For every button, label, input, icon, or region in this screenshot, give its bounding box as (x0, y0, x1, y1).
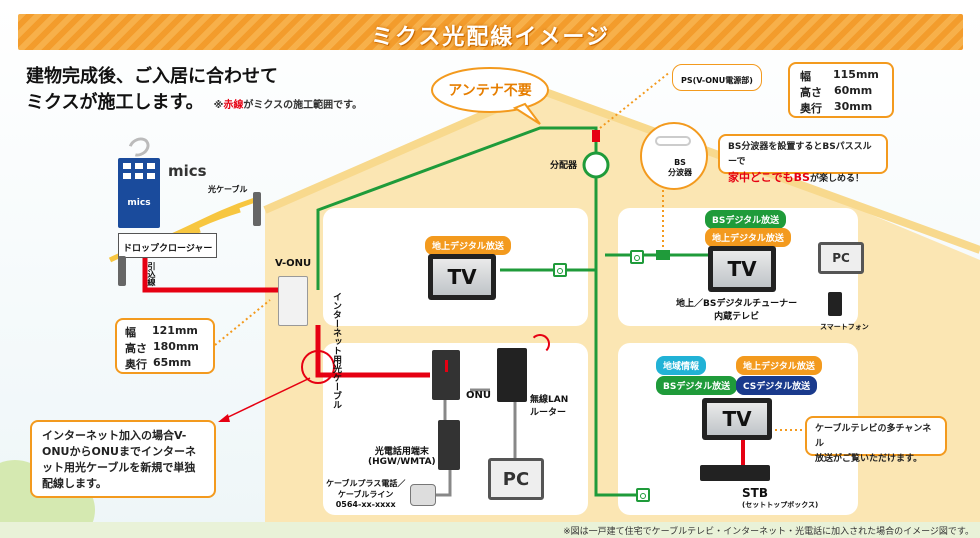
scope-note-suffix: がミクスの施工範囲です。 (243, 100, 363, 111)
onu-dim-row-3: 奥行 65mm (125, 356, 205, 372)
phone-terminal-device (438, 420, 460, 470)
pc-lower-left: PC (488, 458, 544, 500)
bs-splitter-icon (655, 136, 691, 146)
headline-line2: ミクスが施工します。 ※赤線がミクスの施工範囲です。 (26, 90, 362, 119)
internet-note-box: インターネット加入の場合V-ONUからONUまでインターネット用光ケーブルを新規… (30, 420, 216, 498)
tv-lower-right-screen: TV (707, 403, 767, 435)
badge-room4-bs: BSデジタル放送 (656, 376, 738, 395)
bunpaiki-label: 分配器 (550, 161, 578, 171)
v-onu-label: V-ONU (275, 258, 312, 269)
hikari-cable-label: 光ケーブル (208, 185, 248, 194)
pc-label: PC (502, 468, 530, 490)
onu-dim-key: 幅 (125, 326, 136, 339)
onu-dim-value: 121mm (152, 324, 198, 337)
badge-room4-chideji: 地上デジタル放送 (736, 356, 822, 375)
stb-device (700, 465, 770, 481)
tv-tuner-label: 地上／BSデジタルチューナー 内蔵テレビ (676, 299, 798, 322)
ps-dim-value: 60mm (834, 84, 873, 97)
bs-note-line2: 家中どこでもBSが楽しめる！ (728, 170, 878, 187)
scope-note-red: 赤線 (223, 100, 244, 111)
ps-label: PS(V-ONU電源部) (681, 76, 753, 85)
onu-dimensions-box: 幅 121mm 高さ 180mm 奥行 65mm (115, 318, 215, 374)
wifi-signal-icon (530, 334, 550, 354)
wireless-router-label: 無線LAN ルーター (530, 395, 569, 418)
telephone-icon (410, 484, 436, 506)
ps-dimensions-box: 幅 115mm 高さ 60mm 奥行 30mm (788, 62, 894, 118)
tv-outlet-upper-right (630, 250, 644, 264)
laptop-label: PC (832, 251, 850, 265)
phone-terminal-label: 光電話用端末 (HGW/WMTA) (368, 447, 436, 467)
title-banner: ミクス光配線イメージ (18, 14, 963, 50)
stb-sub-label: (セットトップボックス) (742, 501, 819, 509)
wireless-router-device (497, 348, 527, 402)
building-windows (118, 158, 160, 184)
page-title: ミクス光配線イメージ (371, 25, 610, 50)
cable-note-line1: ケーブルテレビの多チャンネル (815, 424, 932, 449)
badge-living-chideji: 地上デジタル放送 (425, 236, 511, 255)
ps-dim-key: 幅 (800, 70, 811, 83)
onu-dim-key: 奥行 (125, 358, 147, 371)
tv-upper-right-screen: TV (713, 251, 771, 287)
tv-lower-right: TV (702, 398, 772, 440)
bs-splitter-inline (656, 250, 670, 260)
bs-note-red: 家中どこでもBS (728, 171, 810, 184)
internet-cable-label: インターネット用光ケーブル (331, 292, 341, 409)
bs-splitter-label: BS 分波器 (668, 158, 692, 177)
ps-dim-value: 30mm (834, 100, 873, 113)
tv-outlet-living (553, 263, 567, 277)
bs-note-suffix: が楽しめる！ (809, 174, 864, 184)
badge-room2-bs: BSデジタル放送 (705, 210, 787, 229)
bs-note-box: BS分波器を設置するとBSパススルーで 家中どこでもBSが楽しめる！ (718, 134, 888, 184)
ps-dim-row-1: 幅 115mm (800, 68, 882, 84)
utility-pole-icon-2 (118, 256, 126, 286)
onu-device (432, 350, 460, 400)
onu-dim-value: 65mm (153, 356, 192, 369)
tv-upper-right: TV (708, 246, 776, 292)
ps-dim-key: 高さ (800, 86, 822, 99)
scope-note-prefix: ※ (213, 100, 224, 111)
onu-label: ONU (466, 390, 491, 401)
v-onu-device (278, 276, 308, 326)
onu-dim-row-2: 高さ 180mm (125, 340, 205, 356)
footer-note: ※図は一戸建て住宅でケーブルテレビ・インターネット・光電話に加入された場合のイメ… (563, 527, 974, 537)
ps-dim-row-2: 高さ 60mm (800, 84, 882, 100)
tv-living: TV (428, 254, 496, 300)
badge-room2-chideji: 地上デジタル放送 (705, 228, 791, 247)
antenna-bubble: アンテナ不要 (430, 66, 550, 125)
bs-splitter-circle (640, 122, 708, 190)
scope-note: ※赤線がミクスの施工範囲です。 (214, 93, 362, 119)
onu-dim-row-1: 幅 121mm (125, 324, 205, 340)
drop-closure-label: ドロップクロージャー (123, 244, 213, 254)
cable-note-box: ケーブルテレビの多チャンネル 放送がご覧いただけます。 (805, 416, 947, 464)
headline-line2-text: ミクスが施工します。 (26, 92, 204, 113)
ps-dim-value: 115mm (833, 68, 879, 81)
onu-dim-key: 高さ (125, 342, 147, 355)
laptop-upper-right: PC (818, 242, 864, 274)
utility-pole-icon (253, 192, 261, 226)
drop-closure-box: ドロップクロージャー (118, 233, 218, 258)
tv-outlet-lower-right (636, 488, 650, 502)
ps-label-box: PS(V-ONU電源部) (672, 64, 762, 91)
badge-room4-cs: CSデジタル放送 (736, 376, 818, 395)
cable-note-line2: 放送がご覧いただけます。 (815, 454, 923, 464)
onu-dim-value: 180mm (153, 340, 199, 353)
badge-room4-local: 地域情報 (656, 356, 707, 375)
smartphone-label: スマートフォン (820, 323, 869, 331)
stb-label: STB (742, 486, 768, 500)
ps-dim-row-3: 奥行 30mm (800, 100, 882, 116)
building-name: mics (168, 162, 207, 180)
hikikomi-label: 引込線 (147, 262, 156, 286)
tv-living-screen: TV (433, 259, 491, 295)
building-sign: mics (127, 198, 151, 208)
headline-line1: 建物完成後、ご入居に合わせて (26, 66, 278, 87)
bs-note-line1: BS分波器を設置するとBSパススルーで (728, 142, 872, 167)
antenna-bubble-text: アンテナ不要 (448, 83, 532, 99)
mics-building: mics (118, 158, 160, 228)
headline: 建物完成後、ご入居に合わせて ミクスが施工します。 ※赤線がミクスの施工範囲です… (26, 64, 362, 119)
internet-note-text: インターネット加入の場合V-ONUからONUまでインターネット用光ケーブルを新規… (42, 429, 196, 490)
smartphone-icon (828, 292, 842, 316)
ps-dim-key: 奥行 (800, 102, 822, 115)
phone-line-label: ケーブルプラス電話／ ケーブルライン 0564-xx-xxxx (326, 479, 406, 509)
